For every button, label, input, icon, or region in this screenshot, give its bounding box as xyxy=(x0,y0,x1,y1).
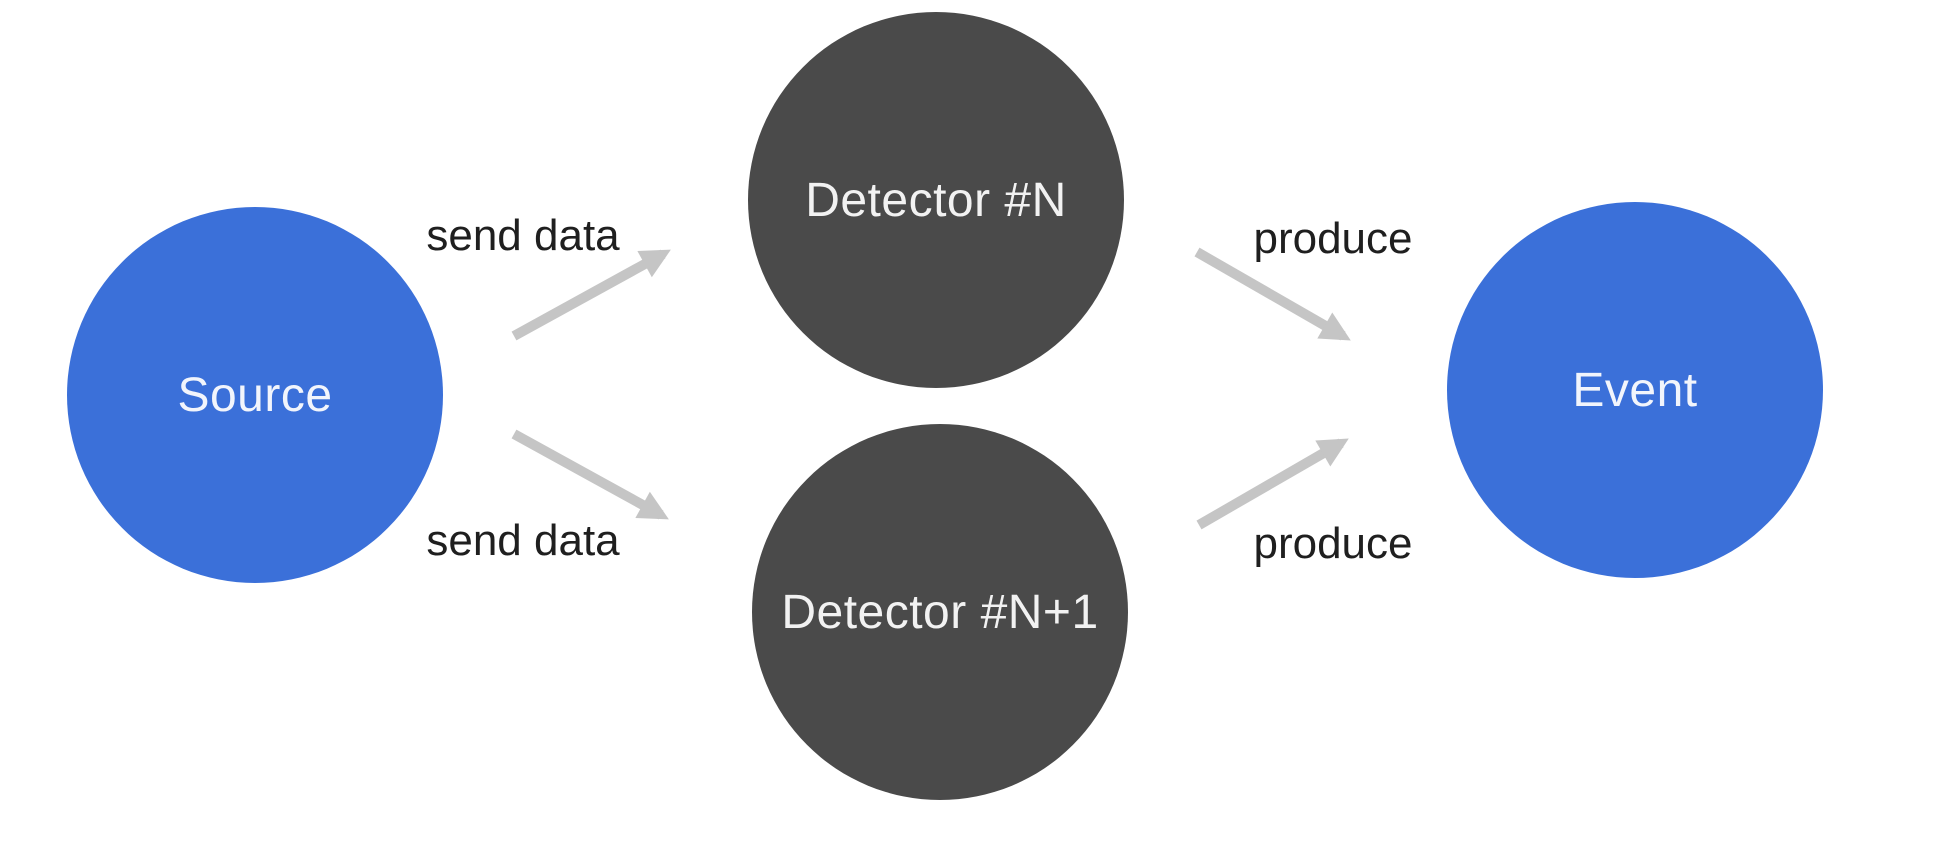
edge-label-produce-top: produce xyxy=(1253,214,1413,263)
edge-label-send-data-bottom: send data xyxy=(426,516,620,565)
node-detector-n-plus-1: Detector #N+1 xyxy=(752,424,1128,800)
node-detector-n-plus-1-label: Detector #N+1 xyxy=(781,585,1099,639)
node-source: Source xyxy=(67,207,443,583)
node-detector-n-label: Detector #N xyxy=(805,173,1067,227)
node-event-label: Event xyxy=(1572,363,1698,417)
arrow-produce-bottom xyxy=(1196,438,1349,530)
arrow-send-data-bottom xyxy=(511,429,669,520)
arrow-send-data-top xyxy=(511,249,671,341)
edge-label-produce-bottom: produce xyxy=(1253,519,1413,568)
node-event: Event xyxy=(1447,202,1823,578)
edge-label-send-data-top: send data xyxy=(426,211,620,260)
arrow-produce-top xyxy=(1194,247,1351,341)
node-source-label: Source xyxy=(177,368,333,422)
node-detector-n: Detector #N xyxy=(748,12,1124,388)
